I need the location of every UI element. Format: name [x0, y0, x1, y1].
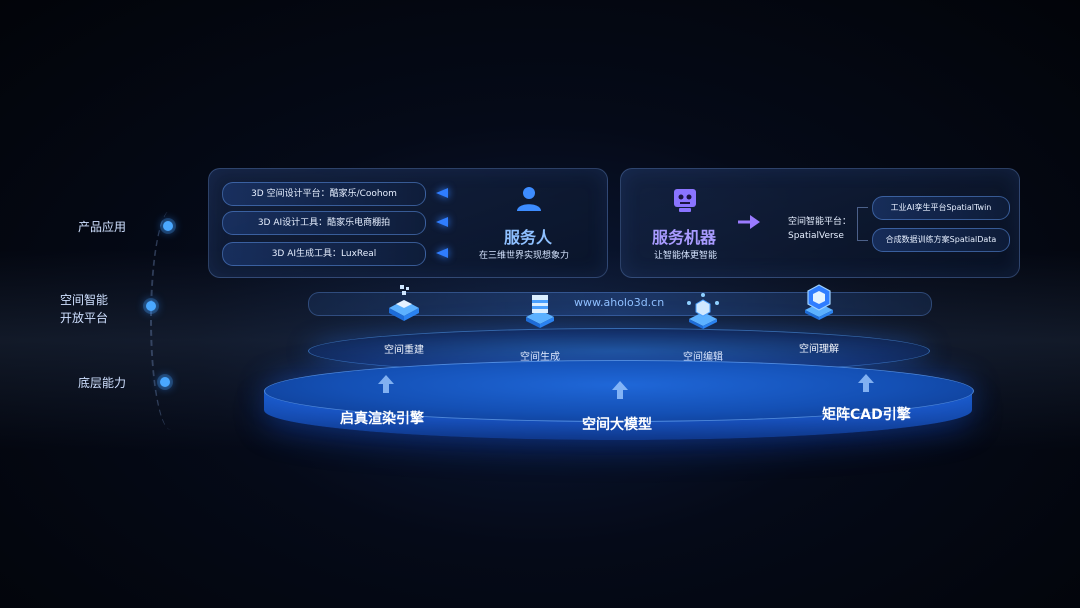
up-arrow-icon [858, 374, 874, 392]
product-pill-label: 3D AI生成工具：LuxReal [271, 249, 377, 259]
serve-machines-title: 服务机器 [652, 228, 717, 247]
arrow-right-icon [738, 215, 760, 229]
product-pill-luxreal[interactable]: 3D AI生成工具：LuxReal [222, 242, 426, 266]
module-label-understanding: 空间理解 [799, 344, 839, 355]
serve-machines-subtitle: 让智能体更智能 [654, 251, 718, 261]
solution-pill-spatialtwin[interactable]: 工业AI孪生平台SpatialTwin [872, 196, 1010, 220]
axis-line [150, 210, 192, 430]
spatialverse-label: 空间智能平台： SpatialVerse [788, 215, 851, 243]
axis-label-line: 产品应用 [77, 220, 126, 234]
axis-dot-platform [146, 301, 156, 311]
up-arrow-icon [378, 375, 394, 393]
arrow-left-icon [436, 248, 448, 258]
module-label-reconstruction: 空间重建 [384, 345, 424, 356]
robot-icon [674, 189, 696, 212]
axis-label-platform: 空间智能 开放平台 [44, 291, 124, 327]
serve-people-title: 服务人 [504, 228, 553, 247]
spatialverse-line: 空间智能平台： [788, 217, 852, 227]
arrow-left-icon [436, 217, 448, 227]
serve-people-subtitle: 在三维世界实现想象力 [479, 251, 570, 261]
module-label-generation: 空间生成 [520, 352, 560, 363]
solution-pill-label: 工业AI孪生平台SpatialTwin [890, 203, 992, 212]
generation-cube-icon [526, 295, 554, 328]
module-label-editing: 空间编辑 [683, 352, 723, 363]
reconstruction-cube-icon [389, 285, 419, 321]
up-arrow-icon [612, 381, 628, 399]
editing-cube-icon [687, 293, 719, 329]
axis-dot-product [163, 221, 173, 231]
spatialverse-line: SpatialVerse [788, 231, 844, 241]
solution-pill-label: 合成数据训练方案SpatialData [885, 235, 997, 244]
axis-label-product: 产品应用 [62, 218, 142, 236]
axis-label-line: 空间智能 [59, 293, 108, 307]
axis-label-line: 底层能力 [77, 376, 126, 390]
bracket-line [857, 207, 868, 241]
person-icon [517, 187, 541, 211]
base-capability-spatial-model: 空间大模型 [582, 417, 652, 433]
axis-label-base: 底层能力 [62, 374, 142, 392]
product-pill-label: 3D AI设计工具：酷家乐电商棚拍 [257, 218, 391, 228]
panel-serve-machines [620, 168, 1020, 278]
axis-label-line: 开放平台 [59, 311, 108, 325]
understanding-cube-icon [805, 284, 833, 320]
product-pill-coohom[interactable]: 3D 空间设计平台：酷家乐/Coohom [222, 182, 426, 206]
solution-pill-spatialdata[interactable]: 合成数据训练方案SpatialData [872, 228, 1010, 252]
product-pill-ecommerce[interactable]: 3D AI设计工具：酷家乐电商棚拍 [222, 211, 426, 235]
product-pill-label: 3D 空间设计平台：酷家乐/Coohom [251, 189, 397, 199]
base-capability-cad-engine: 矩阵CAD引擎 [822, 407, 911, 423]
platform-url[interactable]: www.aholo3d.cn [574, 296, 665, 309]
base-capability-render-engine: 启真渲染引擎 [340, 411, 424, 427]
axis-dot-base [160, 377, 170, 387]
arrow-left-icon [436, 188, 448, 198]
